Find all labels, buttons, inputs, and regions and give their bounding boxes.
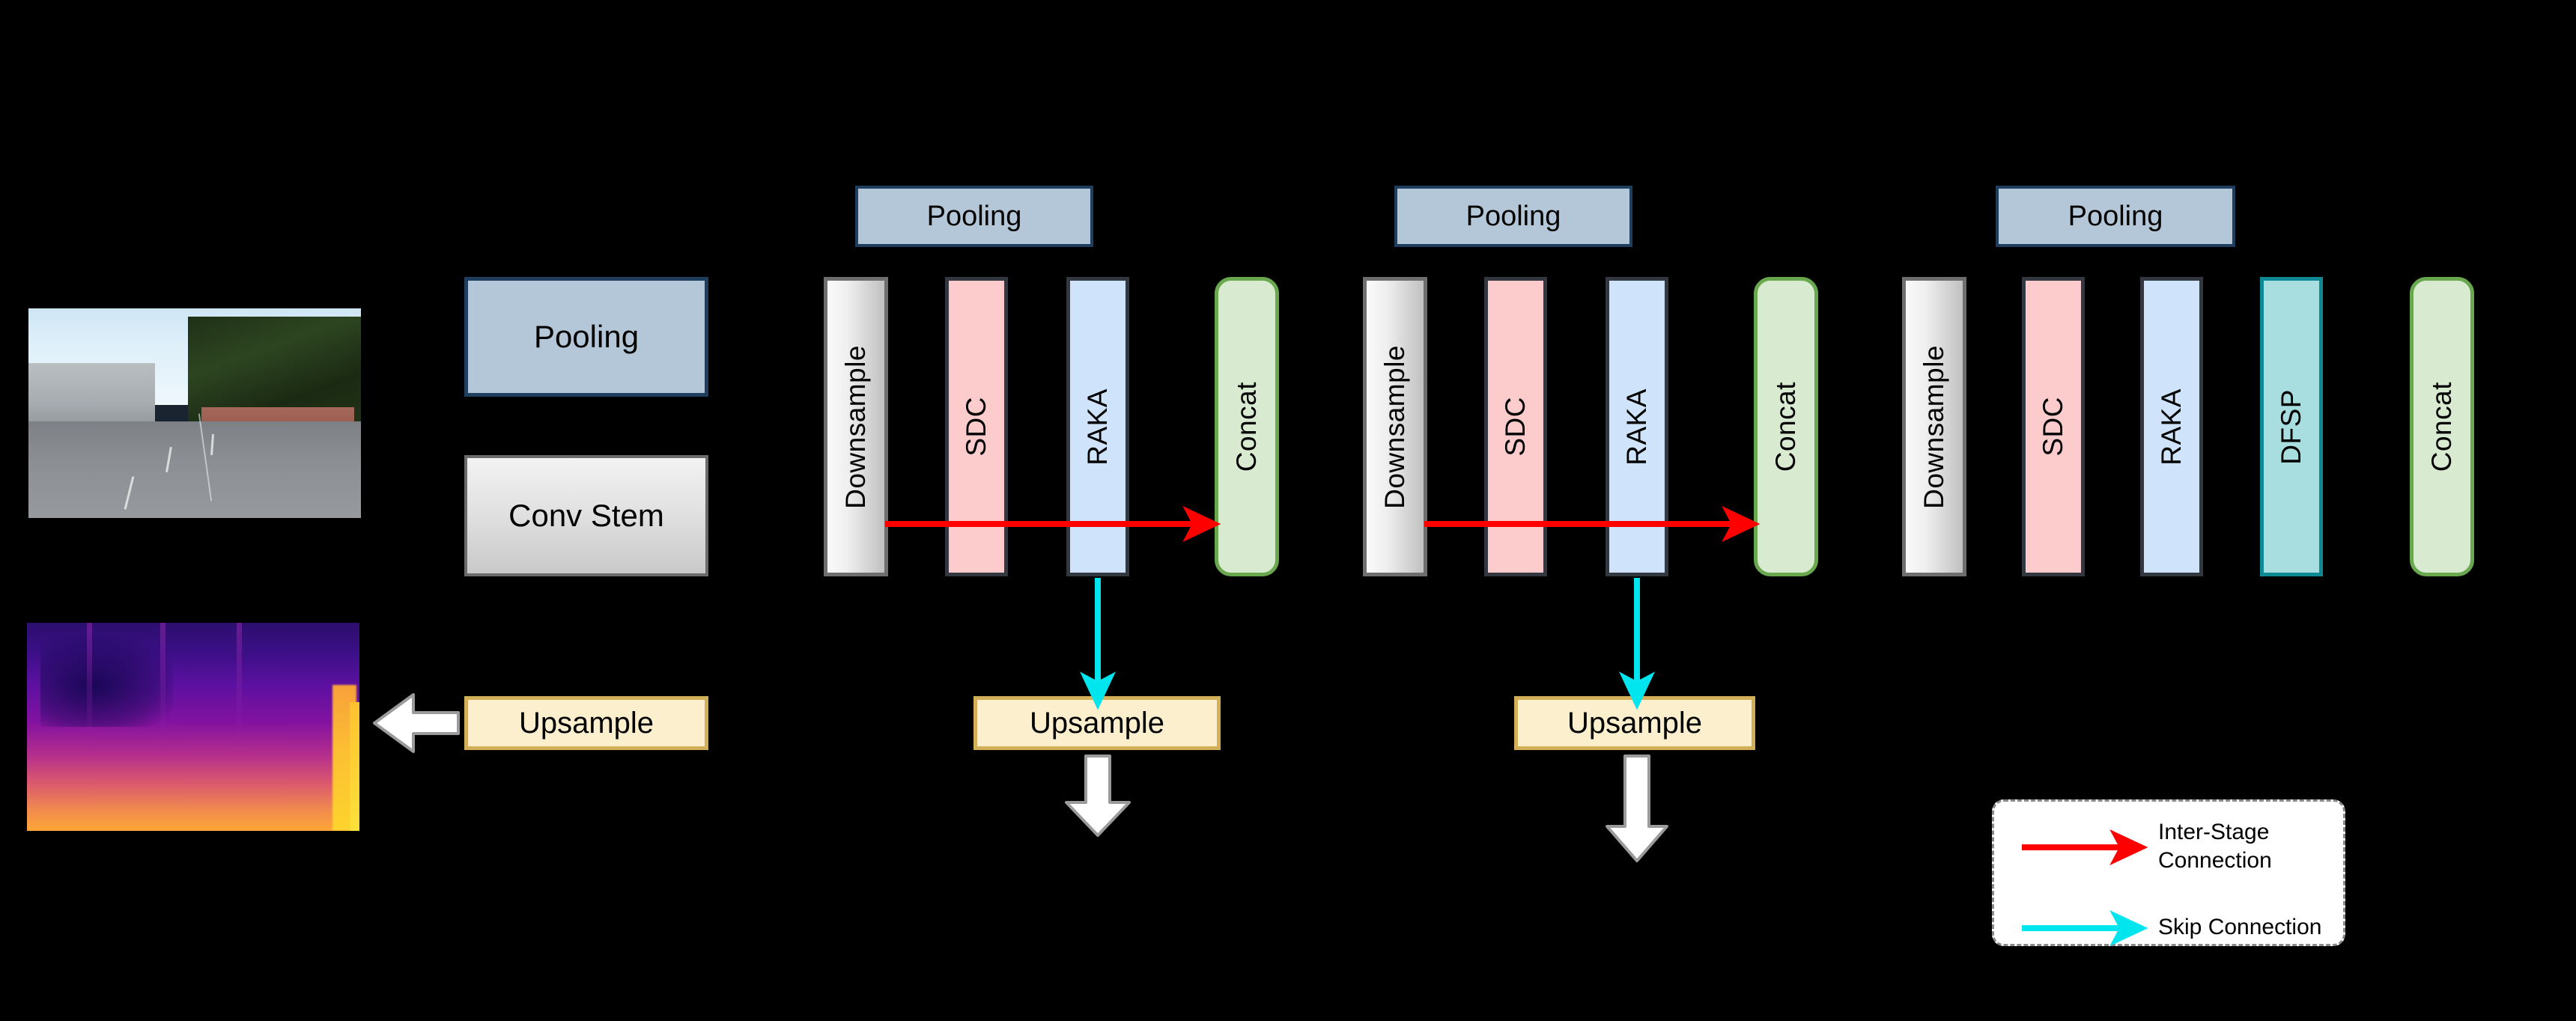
stage-2-downsample-block[interactable]: Downsample bbox=[1363, 277, 1427, 576]
stage-1-downsample-block[interactable]: Downsample bbox=[824, 277, 888, 576]
rgb-buildings-region bbox=[28, 362, 155, 430]
stage-2-pooling-box[interactable]: Pooling bbox=[1394, 186, 1632, 247]
stage-3-concat-block[interactable]: Concat bbox=[2410, 277, 2474, 576]
stage-3-sdc-block[interactable]: SDC bbox=[2022, 277, 2085, 576]
stem-pooling-box[interactable]: Pooling bbox=[464, 277, 708, 397]
stage-3-dfsp-block[interactable]: DFSP bbox=[2260, 277, 2323, 576]
stage-2-upsample-label: Upsample bbox=[1567, 706, 1703, 740]
stage-2-concat-block[interactable]: Concat bbox=[1754, 277, 1818, 576]
stage-2-upsample-box[interactable]: Upsample bbox=[1514, 696, 1755, 750]
flow-arrow-decoder-output bbox=[373, 693, 460, 753]
stage-2-sdc-block[interactable]: SDC bbox=[1484, 277, 1547, 576]
stage-1-sdc-block[interactable]: SDC bbox=[945, 277, 1008, 576]
stage-3-raka-label: RAKA bbox=[2156, 388, 2187, 466]
stage-2-raka-block[interactable]: RAKA bbox=[1606, 277, 1668, 576]
rgb-road-region bbox=[28, 421, 361, 518]
stage-1-sdc-label: SDC bbox=[961, 397, 991, 457]
flow-arrow-stage-2-output bbox=[1606, 755, 1668, 862]
input-rgb-image bbox=[28, 308, 361, 518]
flow-arrow-stage-1-output bbox=[1065, 755, 1131, 837]
stage-3-pooling-box[interactable]: Pooling bbox=[1996, 186, 2235, 247]
stem-pooling-label: Pooling bbox=[533, 319, 640, 354]
decoder-upsample-box[interactable]: Upsample bbox=[464, 696, 708, 750]
conv-stem-label: Conv Stem bbox=[508, 498, 664, 533]
legend-box bbox=[1992, 799, 2345, 946]
stage-3-downsample-block[interactable]: Downsample bbox=[1902, 277, 1966, 576]
depth-vertical-streak bbox=[160, 623, 165, 752]
stage-1-raka-label: RAKA bbox=[1082, 388, 1113, 466]
stage-2-pooling-label: Pooling bbox=[1465, 200, 1561, 232]
depth-dark-region bbox=[40, 635, 174, 727]
conv-stem-box[interactable]: Conv Stem bbox=[464, 455, 708, 576]
stage-3-dfsp-label: DFSP bbox=[2276, 388, 2306, 465]
stage-3-concat-label: Concat bbox=[2426, 381, 2457, 472]
stage-2-concat-label: Concat bbox=[1770, 381, 1801, 472]
legend-label-skip: Skip Connection bbox=[2158, 915, 2322, 939]
stage-1-concat-label: Concat bbox=[1231, 381, 1262, 472]
depth-vertical-streak bbox=[236, 623, 242, 752]
stage-1-upsample-label: Upsample bbox=[1029, 706, 1165, 740]
stage-1-concat-block[interactable]: Concat bbox=[1215, 277, 1279, 576]
stage-3-downsample-label: Downsample bbox=[1919, 344, 1949, 509]
stage-1-raka-block[interactable]: RAKA bbox=[1066, 277, 1129, 576]
depth-vertical-streak bbox=[86, 623, 92, 752]
stage-1-upsample-box[interactable]: Upsample bbox=[973, 696, 1221, 750]
stage-2-raka-label: RAKA bbox=[1621, 388, 1652, 466]
legend-item-inter-stage: Inter-Stage Connection bbox=[2158, 818, 2330, 874]
stage-2-sdc-label: SDC bbox=[1500, 397, 1531, 457]
stage-3-pooling-label: Pooling bbox=[2068, 200, 2163, 232]
stage-3-raka-block[interactable]: RAKA bbox=[2140, 277, 2203, 576]
stage-1-downsample-label: Downsample bbox=[840, 344, 871, 509]
output-depth-map-full bbox=[27, 623, 359, 831]
stage-3-sdc-label: SDC bbox=[2038, 397, 2068, 457]
stage-1-pooling-label: Pooling bbox=[926, 200, 1022, 232]
legend-label-inter-stage: Inter-Stage Connection bbox=[2158, 820, 2272, 873]
decoder-upsample-label: Upsample bbox=[518, 706, 654, 740]
depth-highlight-edge bbox=[349, 701, 359, 831]
stage-1-pooling-box[interactable]: Pooling bbox=[855, 186, 1093, 247]
legend-item-skip: Skip Connection bbox=[2158, 913, 2345, 942]
stage-2-downsample-label: Downsample bbox=[1379, 344, 1410, 509]
